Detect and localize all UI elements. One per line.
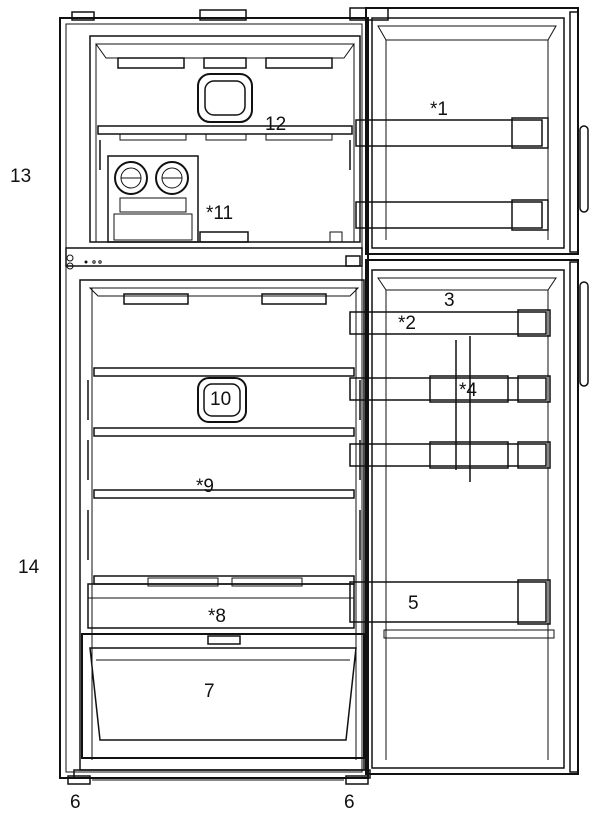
leveling-feet xyxy=(67,775,369,785)
label-crisper: 7 xyxy=(204,681,215,702)
label-freezer-shelf: 12 xyxy=(265,114,286,135)
label-crisper-cover: *8 xyxy=(208,606,226,627)
label-dairy-shelf: 3 xyxy=(444,290,455,311)
label-fridge-compartment: 14 xyxy=(18,557,40,578)
label-leveling-foot-left: 6 xyxy=(70,792,81,813)
label-door-shelf-top: *2 xyxy=(398,313,416,334)
freezer-interior xyxy=(89,35,361,243)
callout-labels: *1 12 13 *11 3 *2 10 *4 *9 14 5 *8 7 6 6 xyxy=(10,99,477,813)
freezer-door xyxy=(355,7,589,255)
label-door-shelf-freezer: *1 xyxy=(430,99,448,120)
label-door-bin: 5 xyxy=(408,593,419,614)
label-egg-tray: *4 xyxy=(459,380,477,401)
label-leveling-foot-right: 6 xyxy=(344,792,355,813)
fridge-door xyxy=(349,259,589,775)
fridge-interior xyxy=(73,279,371,779)
label-glass-shelf: *9 xyxy=(196,476,214,497)
label-light: 10 xyxy=(210,389,231,410)
label-freezer-compartment: 13 xyxy=(10,166,31,187)
label-ice-maker: *11 xyxy=(206,203,233,224)
